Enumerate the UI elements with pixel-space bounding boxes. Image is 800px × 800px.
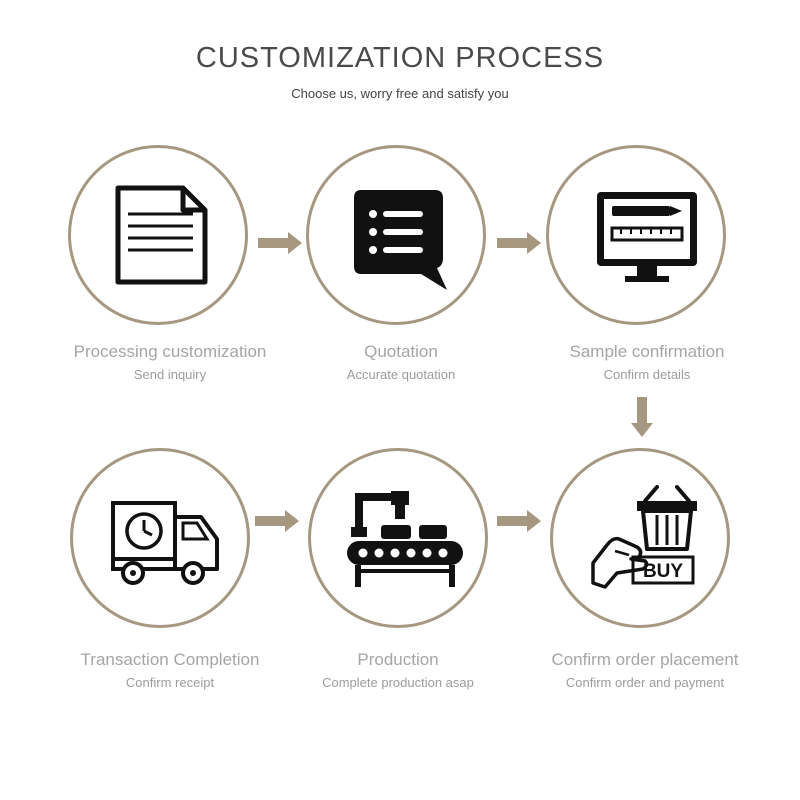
arrow-right-icon: [258, 232, 302, 254]
step-subtitle: Send inquiry: [133, 367, 207, 382]
arrow-right-icon: [497, 232, 541, 254]
step-title: Confirm order placement: [551, 650, 739, 669]
step-title: Production: [357, 650, 439, 669]
step-production-circle: [308, 448, 488, 628]
arrow-right-icon: [255, 510, 299, 532]
arrow-down-icon: [631, 397, 653, 437]
step-title: Sample confirmation: [569, 342, 725, 361]
step-subtitle: Accurate quotation: [346, 367, 456, 382]
monitor-icon: [597, 192, 697, 282]
step-confirm-order-circle: BUY: [550, 448, 730, 628]
step-subtitle: Complete production asap: [322, 675, 474, 690]
conveyor-icon: [347, 491, 463, 587]
page-title: CUSTOMIZATION PROCESS: [195, 42, 605, 74]
step-subtitle: Confirm details: [603, 367, 691, 382]
step-quotation-circle: [306, 145, 486, 325]
buy-badge: BUY: [643, 561, 683, 582]
delivery-truck-icon: [111, 501, 219, 585]
step-sample-label: Sample confirmation Confirm details: [517, 342, 777, 382]
step-subtitle: Confirm order and payment: [565, 675, 725, 690]
chat-bubble-icon: [354, 190, 447, 290]
step-title: Quotation: [364, 342, 438, 361]
arrow-right-icon: [497, 510, 541, 532]
step-title: Transaction Completion: [80, 650, 260, 669]
document-icon: [115, 185, 208, 285]
step-quotation-label: Quotation Accurate quotation: [271, 342, 531, 382]
step-transaction-label: Transaction Completion Confirm receipt: [40, 650, 300, 690]
step-transaction-circle: [70, 448, 250, 628]
step-processing-label: Processing customization Send inquiry: [40, 342, 300, 382]
step-sample-circle: [546, 145, 726, 325]
step-processing-circle: [68, 145, 248, 325]
step-production-label: Production Complete production asap: [268, 650, 528, 690]
page-subtitle: Choose us, worry free and satisfy you: [291, 86, 509, 101]
step-title: Processing customization: [73, 342, 267, 361]
step-confirm-order-label: Confirm order placement Confirm order an…: [515, 650, 775, 690]
step-subtitle: Confirm receipt: [125, 675, 215, 690]
buy-basket-icon: BUY: [591, 485, 697, 589]
